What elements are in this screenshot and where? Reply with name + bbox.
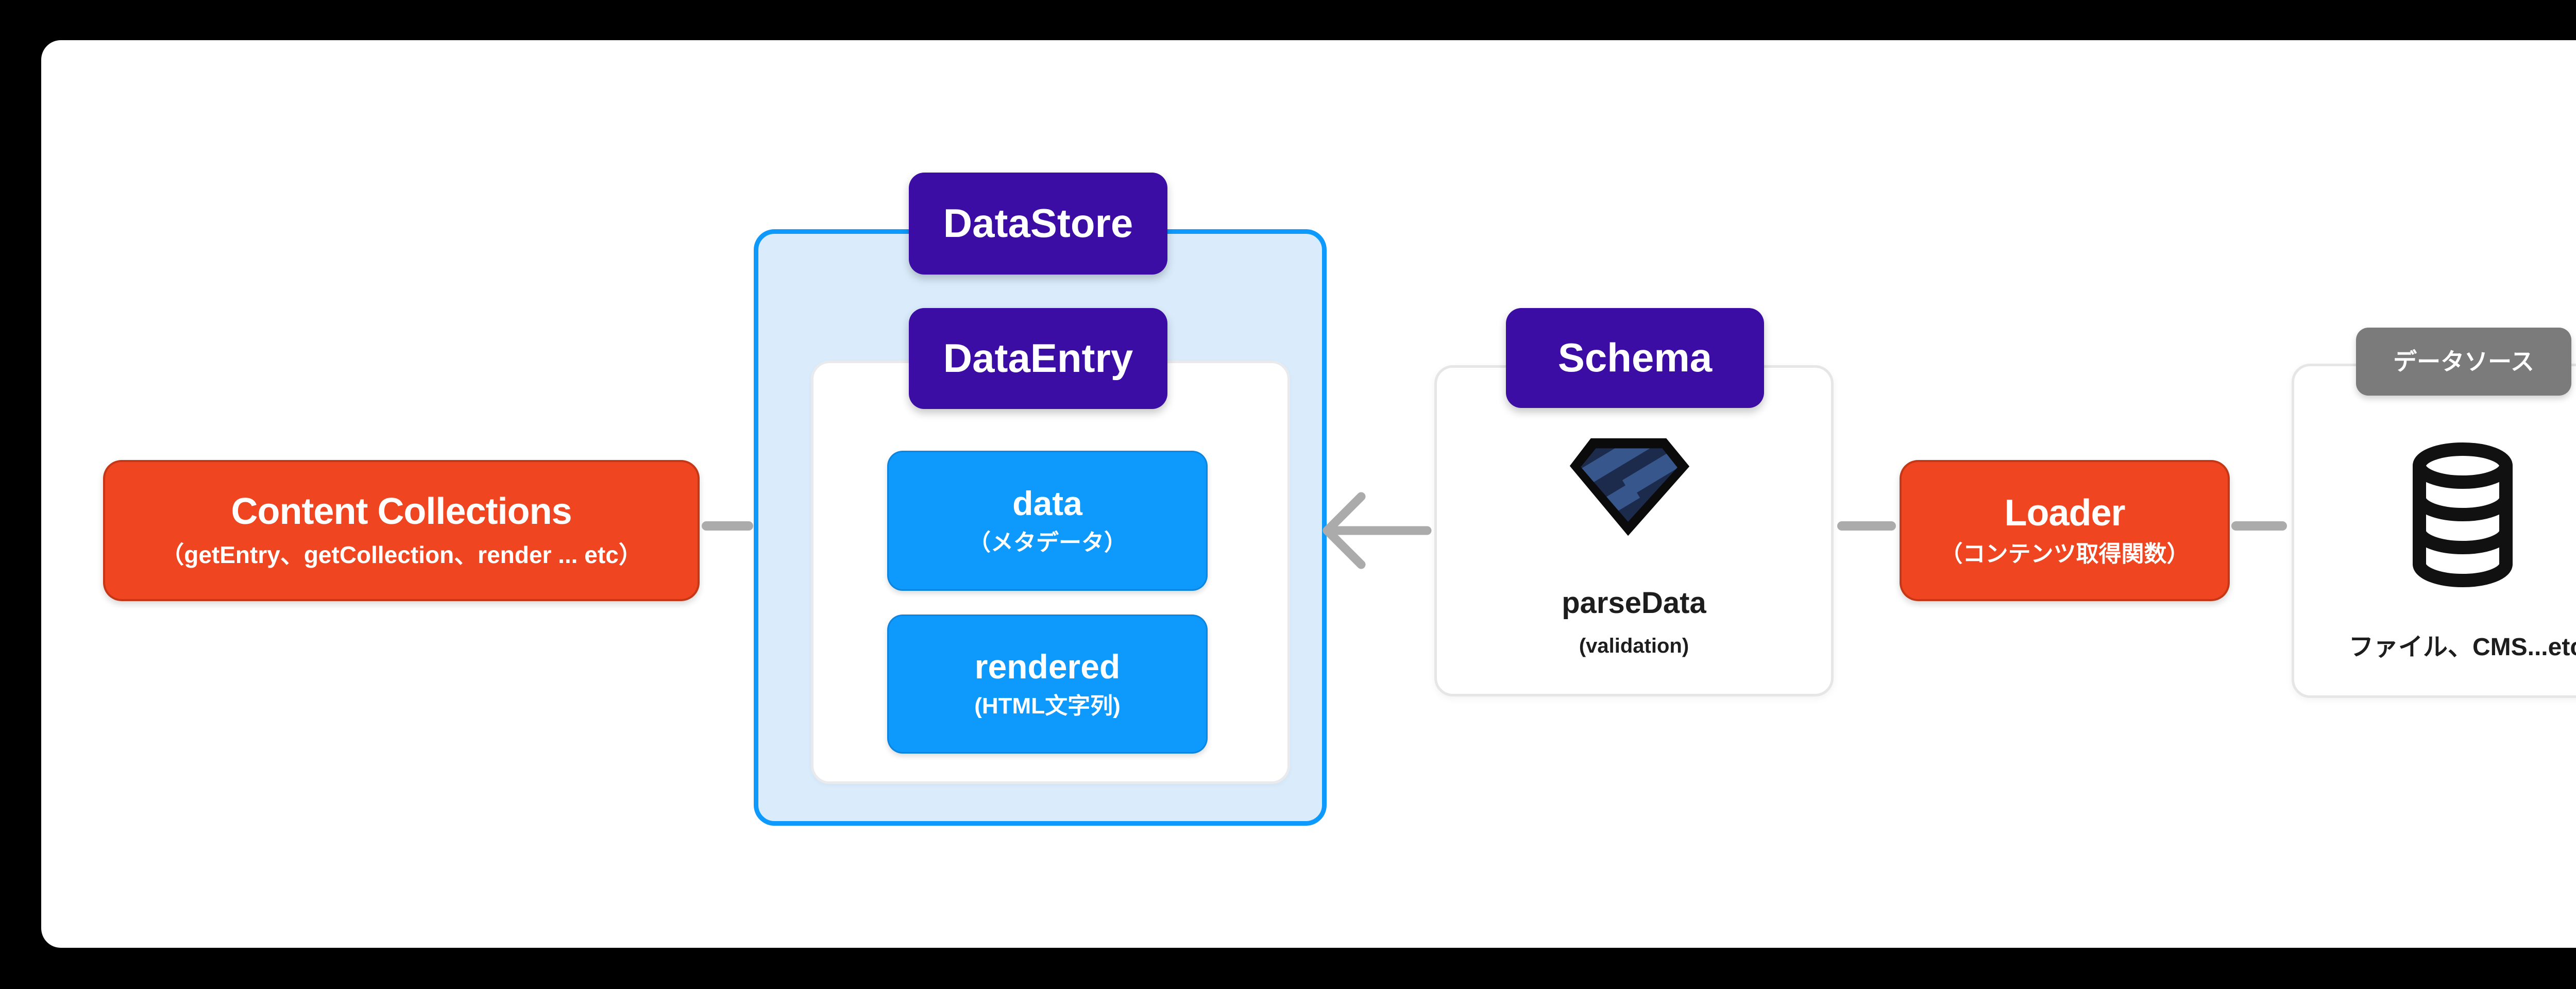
schema-badge: Schema: [1506, 308, 1764, 408]
data-field-subtitle: （メタデータ）: [968, 530, 1127, 555]
content-collections-subtitle: （getEntry、getCollection、render ... etc）: [160, 541, 642, 568]
datastore-label: DataStore: [943, 200, 1133, 246]
connector-collections-datastore: [702, 521, 753, 531]
schema-label: Schema: [1557, 335, 1713, 381]
schema-card: parseData (validation): [1434, 365, 1834, 696]
parsedata-label: parseData: [1562, 586, 1706, 620]
database-icon: [2413, 442, 2513, 587]
rendered-field-box: rendered (HTML文字列): [887, 615, 1208, 754]
connector-loader-datasource: [2231, 521, 2287, 531]
datasource-card: ファイル、CMS...etc: [2292, 364, 2576, 698]
data-field-box: data （メタデータ）: [887, 451, 1208, 591]
left-arrow-icon: [1323, 492, 1432, 569]
diagram-panel: Content Collections （getEntry、getCollect…: [41, 40, 2576, 948]
datastore-badge: DataStore: [909, 173, 1167, 275]
loader-title: Loader: [2004, 492, 2125, 534]
datasource-caption: ファイル、CMS...etc: [2348, 634, 2576, 661]
rendered-field-subtitle: (HTML文字列): [974, 693, 1121, 719]
content-collections-title: Content Collections: [231, 490, 572, 532]
content-collections-box: Content Collections （getEntry、getCollect…: [103, 460, 700, 601]
loader-subtitle: （コンテンツ取得関数）: [1940, 541, 2190, 567]
zod-diamond-icon: [1569, 438, 1690, 536]
rendered-field-title: rendered: [974, 647, 1121, 686]
connector-schema-loader: [1837, 521, 1896, 531]
dataentry-panel: data （メタデータ） rendered (HTML文字列): [811, 361, 1290, 784]
loader-box: Loader （コンテンツ取得関数）: [1900, 460, 2230, 601]
data-field-title: data: [1012, 484, 1082, 523]
dataentry-label: DataEntry: [943, 335, 1133, 381]
dataentry-badge: DataEntry: [909, 308, 1167, 409]
validation-label: (validation): [1579, 635, 1689, 657]
datasource-badge: データソース: [2356, 328, 2571, 396]
datasource-label: データソース: [2393, 348, 2534, 375]
